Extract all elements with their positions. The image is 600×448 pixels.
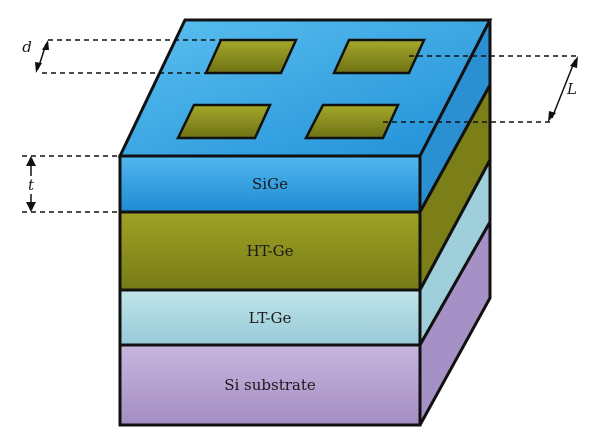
layer-label-si-substrate: Si substrate [224,376,316,394]
top-pad-back-right [332,38,426,75]
layer-label-ht-ge: HT-Ge [246,242,293,260]
top-pad-back-left [204,38,298,75]
front-face-si-substrate [118,343,422,427]
top-pad-front-left [176,103,272,140]
dimension-label-t: t [28,176,35,194]
layer-label-lt-ge: LT-Ge [249,309,292,327]
dimension-d [35,39,221,74]
dimension-L [383,55,578,123]
layer-label-sige: SiGe [252,175,288,193]
dimension-label-L: L [566,80,577,98]
dimension-label-d: d [22,38,32,56]
top-pad-front-right [303,103,400,140]
